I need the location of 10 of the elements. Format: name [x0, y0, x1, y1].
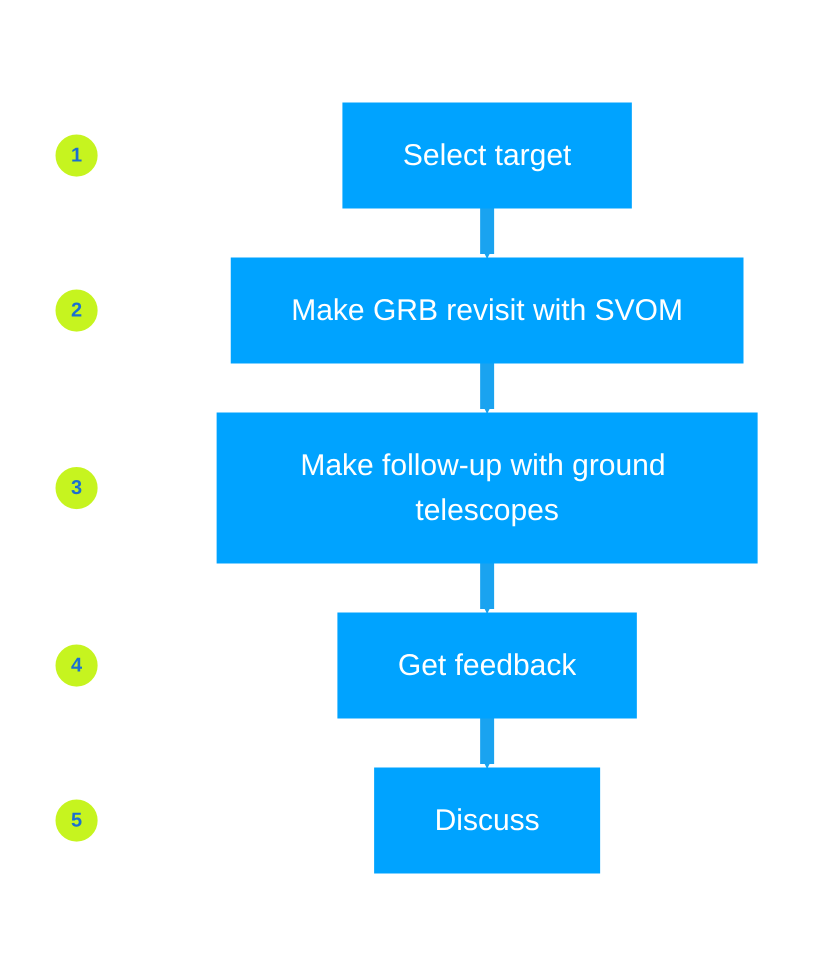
node-box: Get feedback — [338, 612, 638, 718]
node-circle: 5 — [56, 799, 98, 842]
node-circle: 4 — [56, 644, 98, 687]
node-box: Make GRB revisit with SVOM — [231, 258, 744, 364]
node-circle: 2 — [56, 289, 98, 332]
node-circle: 1 — [56, 134, 98, 177]
node-box: Discuss — [374, 768, 601, 874]
node-box: Make follow-up with ground telescopes — [217, 412, 758, 564]
node-box: Select target — [342, 102, 632, 208]
node-circle: 3 — [56, 466, 98, 510]
